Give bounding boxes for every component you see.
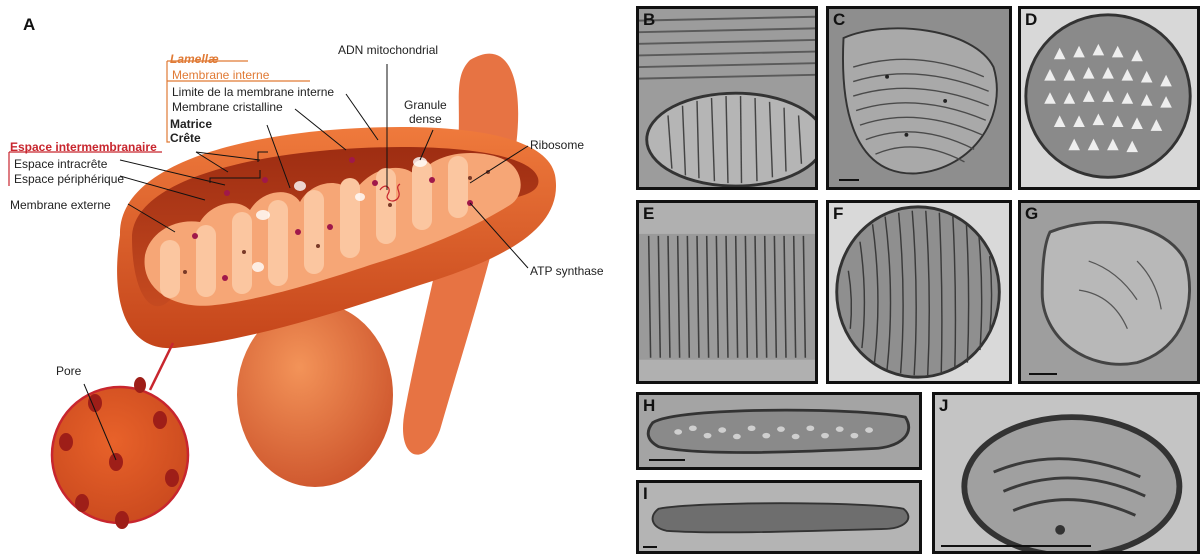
panel-letter-e: E xyxy=(643,204,654,224)
label-espace-intermembranaire: Espace intermembranaire xyxy=(10,140,157,154)
panel-letter-f: F xyxy=(833,204,843,224)
micrograph-i: I xyxy=(636,480,922,554)
label-espace-peripherique: Espace périphérique xyxy=(14,172,124,186)
panel-letter-g: G xyxy=(1025,204,1038,224)
label-matrice: Matrice xyxy=(170,117,212,131)
panel-letter-h: H xyxy=(643,396,655,416)
label-lamellae: Lamellæ xyxy=(170,52,219,66)
panel-letter-i: I xyxy=(643,484,648,504)
micrograph-d: D xyxy=(1018,6,1200,190)
scale-bar-j xyxy=(941,545,1091,547)
panel-letter-a: A xyxy=(23,15,35,35)
label-ribosome: Ribosome xyxy=(530,138,584,152)
label-crete: Crête xyxy=(170,131,201,145)
scale-bar-h xyxy=(649,459,685,461)
pore-zoom-connector xyxy=(150,343,173,390)
micrograph-h: H xyxy=(636,392,922,470)
label-pore: Pore xyxy=(56,364,81,378)
micrograph-e: E xyxy=(636,200,818,384)
panel-letter-d: D xyxy=(1025,10,1037,30)
label-membrane-interne: Membrane interne xyxy=(172,68,269,82)
micrograph-b: B xyxy=(636,6,818,190)
scale-bar-g xyxy=(1029,373,1057,375)
label-membrane-externe: Membrane externe xyxy=(10,198,111,212)
label-espace-intracrete: Espace intracrête xyxy=(14,157,107,171)
label-atp-synthase: ATP synthase xyxy=(530,264,604,278)
label-membrane-cristalline: Membrane cristalline xyxy=(172,100,283,114)
label-adn-mitochondrial: ADN mitochondrial xyxy=(338,43,438,57)
scale-bar-i xyxy=(643,546,657,548)
panel-letter-b: B xyxy=(643,10,655,30)
panel-letter-j: J xyxy=(939,396,948,416)
micrograph-j: J xyxy=(932,392,1200,554)
panel-letter-c: C xyxy=(833,10,845,30)
label-granule-dense: Granule dense xyxy=(404,98,447,126)
micrograph-c: C xyxy=(826,6,1012,190)
micrograph-f: F xyxy=(826,200,1012,384)
scale-bar-c xyxy=(839,179,859,181)
mitochondrion-diagram: A Lamellæ Membrane interne Limite de la … xyxy=(0,0,620,554)
label-limite-membrane-interne: Limite de la membrane interne xyxy=(172,85,334,99)
micrograph-g: G xyxy=(1018,200,1200,384)
mitochondrion-illustration xyxy=(0,0,620,554)
